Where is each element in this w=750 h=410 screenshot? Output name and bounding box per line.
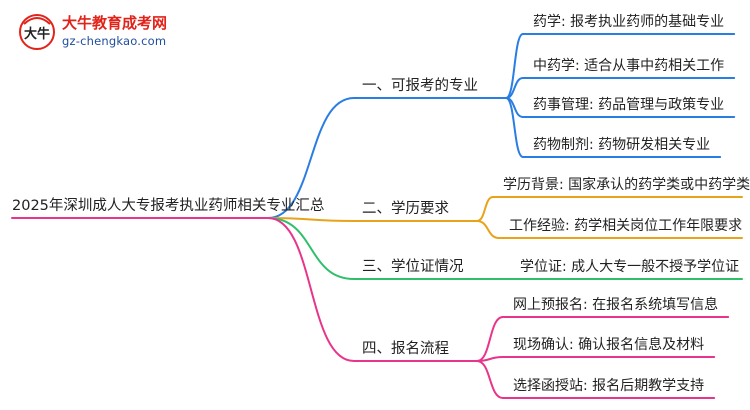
leaf-topic: 药学: 报考执业药师的基础专业 [533, 14, 725, 30]
branch-label-2: 二、学历要求 [362, 201, 449, 217]
leaf-topic: 工作经验: 药学相关岗位工作年限要求 [509, 218, 743, 234]
logo-title: 大牛教育成考网 [62, 14, 168, 32]
logo-url: gz-chengkao.com [62, 34, 167, 48]
leaf-topic: 网上预报名: 在报名系统填写信息 [513, 297, 719, 313]
leaf-connector [476, 360, 504, 399]
branch-label-4: 四、报名流程 [362, 341, 449, 357]
leaf-topic: 药事管理: 药品管理与政策专业 [533, 97, 725, 113]
branch-connector [267, 217, 355, 280]
leaf-topic: 学历背景: 国家承认的药学类或中药学类学历 [503, 177, 750, 193]
leaf-topic: 学位证: 成人大专一般不授予学位证 [520, 259, 740, 275]
branch-connector [267, 97, 355, 219]
branch-label-3: 三、学位证情况 [362, 259, 464, 275]
branch-connector [267, 217, 355, 362]
leaf-topic: 现场确认: 确认报名信息及材料 [513, 337, 705, 353]
leaf-topic: 药物制剂: 药物研发相关专业 [533, 137, 711, 153]
site-logo: 大牛 大牛教育成考网 gz-chengkao.com [8, 10, 198, 54]
leaf-connector [505, 33, 524, 99]
branch-connector [267, 217, 355, 222]
leaf-connector [505, 97, 524, 158]
root-topic: 2025年深圳成人大专报考执业药师相关专业汇总 [12, 198, 325, 214]
leaf-connector [476, 316, 504, 362]
leaf-topic: 选择函授站: 报名后期教学支持 [513, 378, 705, 394]
leaf-connector [476, 220, 500, 239]
leaf-connector [476, 196, 494, 222]
branch-label-1: 一、可报考的专业 [362, 78, 478, 94]
logo-mark-icon: 大牛 [19, 14, 55, 50]
svg-text:大牛: 大牛 [24, 26, 50, 42]
leaf-topic: 中药学: 适合从事中药相关工作 [533, 58, 725, 74]
